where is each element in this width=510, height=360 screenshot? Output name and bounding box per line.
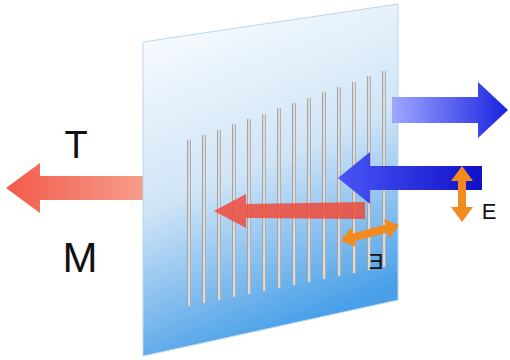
reflected-arrow xyxy=(392,82,508,138)
field-label: E xyxy=(482,201,497,223)
transmitted-arrow xyxy=(6,163,150,213)
field-label: M xyxy=(63,237,98,279)
field-arrow-horizontal xyxy=(338,216,401,251)
field-label: Ǝ xyxy=(369,251,384,273)
field-label: T xyxy=(64,126,87,164)
field-arrow-vertical xyxy=(451,166,473,222)
transmitted-arrow-inner xyxy=(214,194,365,228)
